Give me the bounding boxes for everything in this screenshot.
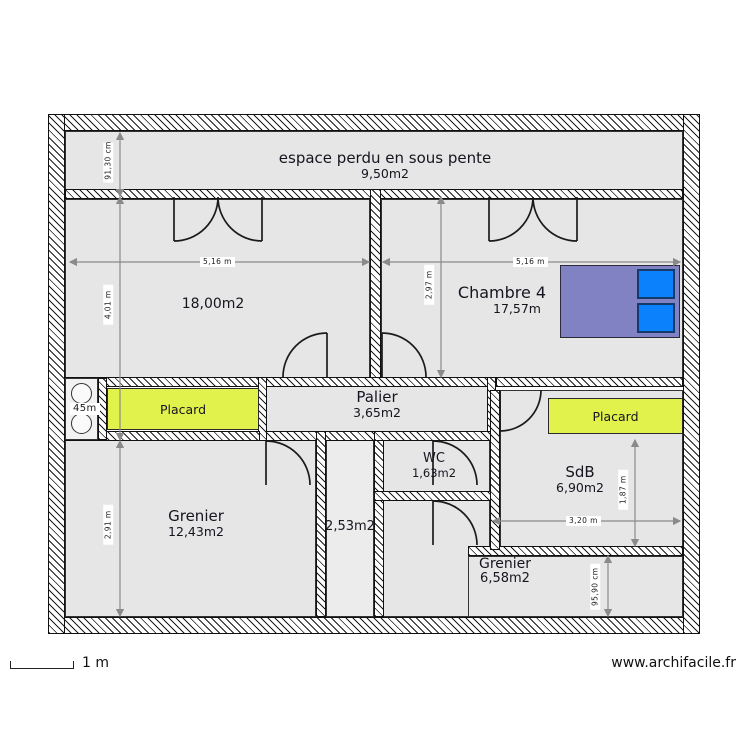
dimension-height-left: 4,01 m: [103, 284, 113, 325]
bed-pillow-bottom: [637, 303, 675, 333]
room-wc[interactable]: [383, 440, 490, 493]
exterior-wall-right: [683, 114, 700, 634]
placard-left[interactable]: Placard: [107, 388, 259, 430]
scale-bar-label: 1 m: [82, 655, 109, 671]
dimension-height-chambre4: 2,97 m: [424, 264, 434, 305]
dimension-fixture-left: 45m: [70, 403, 100, 415]
placard-right[interactable]: Placard: [548, 398, 683, 434]
dimension-height-grenier-right: 95,90 cm: [590, 563, 600, 610]
dimension-91-30cm: 91,30 cm: [103, 141, 113, 183]
dimension-width-sdb: 3,20 m: [566, 516, 601, 526]
interior-wall-wc-bottom: [374, 491, 500, 501]
room-couloir[interactable]: [326, 440, 374, 617]
room-espace-perdu[interactable]: [65, 131, 683, 191]
interior-wall-center-vertical: [370, 189, 381, 381]
interior-wall-couloir-right: [374, 431, 384, 617]
exterior-wall-top: [48, 114, 700, 131]
dimension-height-sdb: 1,87 m: [618, 469, 628, 510]
room-grenier-right[interactable]: [468, 556, 683, 617]
fixture-circle-bottom: [71, 413, 92, 434]
exterior-wall-left: [48, 114, 65, 634]
dimension-width-left: 5,16 m: [200, 257, 235, 267]
watermark-archifacile: www.archifacile.fr: [611, 655, 736, 671]
interior-wall-sdb-left: [490, 390, 500, 550]
dimension-height-grenier-left: 2,91 m: [103, 504, 113, 545]
dimension-width-right: 5,16 m: [513, 257, 548, 267]
exterior-wall-bottom: [48, 617, 700, 634]
interior-wall-sdb-bottom: [468, 546, 683, 556]
interior-wall-palier-top: [258, 377, 496, 387]
interior-wall-upper-horizontal-right: [496, 377, 683, 387]
fixture-circle-top: [71, 383, 92, 404]
scale-bar-graphic: [10, 661, 74, 669]
interior-wall-couloir-left: [316, 431, 326, 617]
scale-bar: 1 m: [10, 655, 140, 677]
bed-pillow-top: [637, 269, 675, 299]
interior-wall-wc-top: [374, 431, 500, 441]
